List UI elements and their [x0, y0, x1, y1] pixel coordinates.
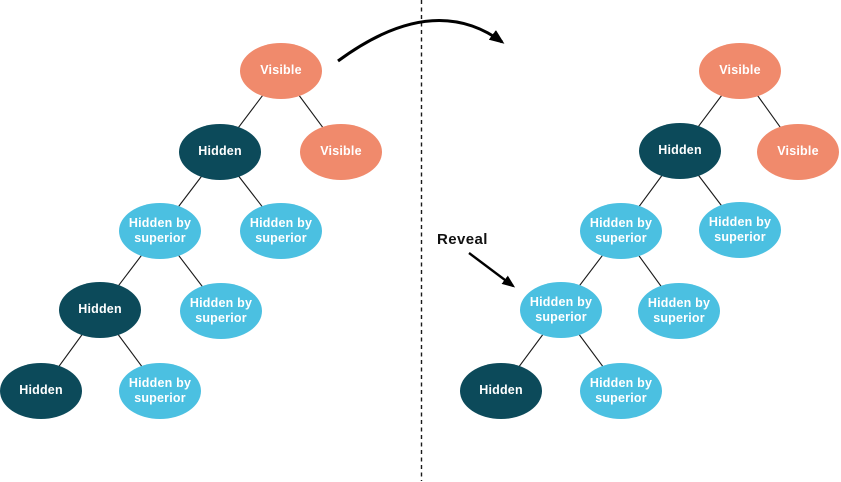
left-tree-node-4-hidden-by-superior: Hidden by superior [240, 203, 322, 259]
left-tree-node-2-visible: Visible [300, 124, 382, 180]
left-tree-node-3-hidden-by-superior: Hidden by superior [119, 203, 201, 259]
reveal-label: Reveal [437, 231, 488, 248]
left-tree-node-5-hidden: Hidden [59, 282, 141, 338]
right-tree-node-7-hidden: Hidden [460, 363, 542, 419]
right-tree-node-3-hidden-by-superior: Hidden by superior [580, 203, 662, 259]
left-tree-node-8-hidden-by-superior: Hidden by superior [119, 363, 201, 419]
right-tree-node-5-hidden-by-superior: Hidden by superior [520, 282, 602, 338]
left-tree-node-6-hidden-by-superior: Hidden by superior [180, 283, 262, 339]
right-tree-node-8-hidden-by-superior: Hidden by superior [580, 363, 662, 419]
right-tree-node-0-visible: Visible [699, 43, 781, 99]
left-tree-node-7-hidden: Hidden [0, 363, 82, 419]
reveal-arrow [468, 252, 516, 288]
left-tree-node-0-visible: Visible [240, 43, 322, 99]
left-tree-node-1-hidden: Hidden [179, 124, 261, 180]
right-tree-node-1-hidden: Hidden [639, 123, 721, 179]
right-tree-node-2-visible: Visible [757, 124, 839, 180]
right-tree-node-4-hidden-by-superior: Hidden by superior [699, 202, 781, 258]
right-tree-node-6-hidden-by-superior: Hidden by superior [638, 283, 720, 339]
transition-arrow [337, 19, 505, 63]
